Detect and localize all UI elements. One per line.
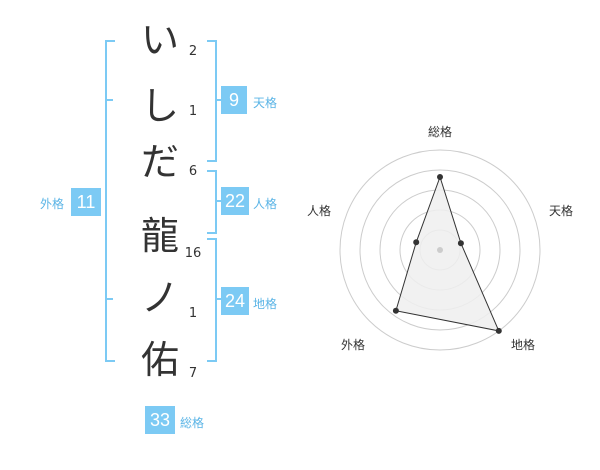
stroke-count-2: 1 (188, 104, 198, 119)
jinkaku-bracket (207, 170, 217, 234)
radar-grid-ring (399, 209, 481, 291)
stroke-count-3: 6 (188, 164, 198, 179)
name-char-3: だ (140, 140, 179, 184)
chikaku-value: 24 (221, 287, 249, 315)
radar-label-jinkaku: 人格 (307, 204, 332, 218)
radar-grid-ring (419, 229, 461, 271)
radar-grid-ring (359, 169, 521, 331)
stroke-count-5: 1 (188, 306, 198, 321)
tenkaku-value: 9 (221, 86, 247, 114)
soukaku-value: 33 (145, 406, 175, 434)
tenkaku-label: 天格 (253, 96, 278, 110)
name-char-5: ノ (140, 276, 179, 320)
gaikaku-bracket (105, 40, 115, 362)
soukaku-label: 総格 (180, 416, 205, 430)
radar-point-chikaku (495, 327, 502, 334)
jinkaku-bracket-tick (215, 200, 221, 202)
gaikaku-label: 外格 (40, 197, 65, 211)
radar-label-chikaku: 地格 (511, 338, 536, 352)
radar-label-soukaku: 総格 (428, 125, 453, 139)
gaikaku-bracket-tick (105, 99, 113, 101)
stroke-count-1: 2 (188, 44, 198, 59)
radar-point-jinkaku (413, 239, 420, 246)
radar-label-gaikaku: 外格 (341, 338, 366, 352)
radar-center-point (437, 247, 443, 253)
tenkaku-bracket (207, 40, 217, 162)
name-char-4: 龍 (140, 214, 179, 258)
radar-grid-ring (339, 149, 541, 351)
chikaku-label: 地格 (253, 297, 278, 311)
jinkaku-value: 22 (221, 187, 249, 215)
name-char-2: し (140, 84, 179, 128)
tenkaku-bracket-tick (215, 99, 221, 101)
stroke-count-6: 7 (188, 366, 198, 381)
radar-point-tenkaku (457, 240, 464, 247)
name-char-6: 佑 (140, 338, 179, 382)
gaikaku-value: 11 (71, 188, 101, 216)
radar-polygon (395, 175, 500, 332)
radar-points (392, 174, 502, 334)
stroke-count-4: 16 (184, 246, 202, 261)
radar-label-tenkaku: 天格 (549, 204, 574, 218)
radar-grid-ring (379, 189, 501, 311)
radar-grid (339, 149, 541, 351)
gaikaku-bracket-tick (105, 298, 113, 300)
chikaku-bracket-tick (215, 298, 221, 300)
chikaku-bracket (207, 238, 217, 362)
radar-point-soukaku (437, 174, 443, 180)
radar-point-gaikaku (392, 307, 399, 314)
jinkaku-label: 人格 (253, 197, 278, 211)
name-char-1: い (140, 18, 179, 62)
